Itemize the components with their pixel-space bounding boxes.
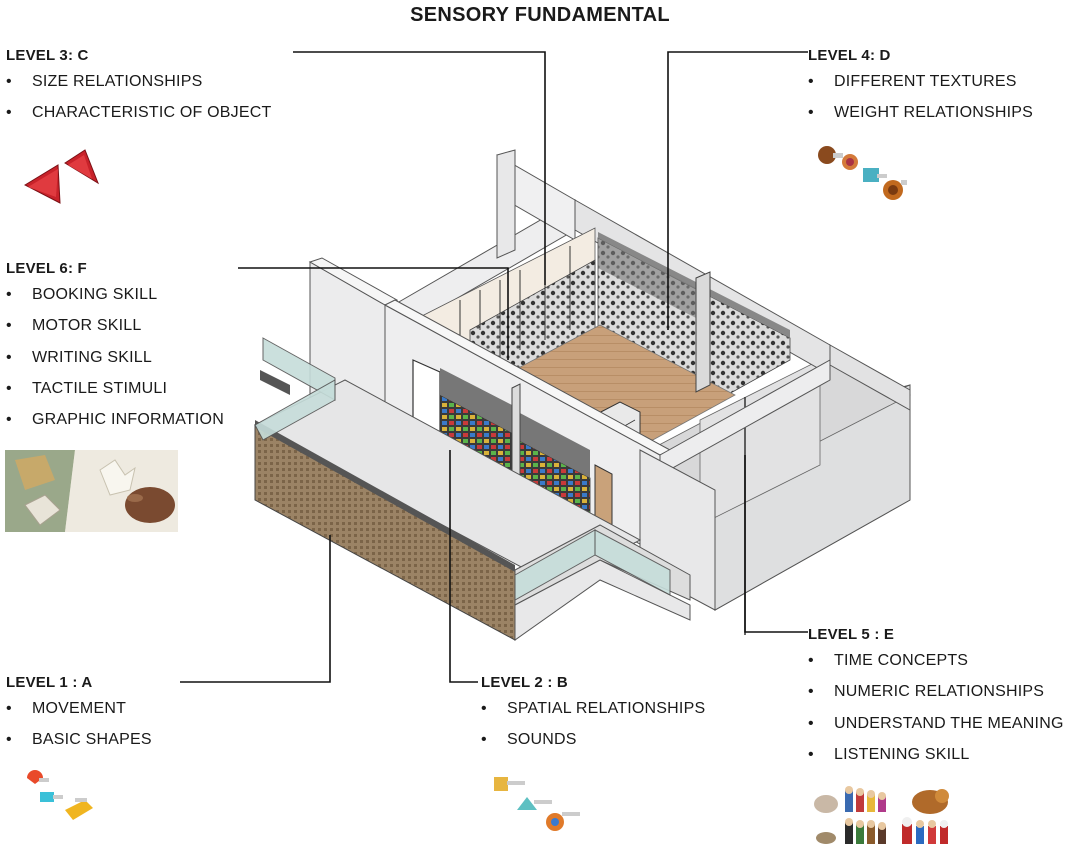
tactile-book-photo	[5, 450, 178, 532]
level-e: LEVEL 5 : E •TIME CONCEPTS •NUMERIC RELA…	[808, 626, 1064, 776]
level-c: LEVEL 3: C •SIZE RELATIONSHIPS •CHARACTE…	[6, 47, 271, 135]
list-item: •DIFFERENT TEXTURES	[808, 73, 1017, 90]
level-a: LEVEL 1 : A •MOVEMENT •BASIC SHAPES	[6, 674, 152, 762]
diagram-title: SENSORY FUNDAMENTAL	[410, 4, 670, 26]
list-item: •CHARACTERISTIC OF OBJECT	[6, 104, 272, 122]
list-item: •SOUNDS	[481, 731, 577, 749]
level-c-heading: LEVEL 3: C	[6, 47, 89, 64]
level-d-heading: LEVEL 4: D	[808, 47, 891, 64]
list-item: •SPATIAL RELATIONSHIPS	[481, 700, 706, 717]
level-b: LEVEL 2 : B •SPATIAL RELATIONSHIPS •SOUN…	[481, 674, 705, 762]
list-item: •TACTILE STIMULI	[6, 379, 168, 397]
list-item: •WRITING SKILL	[6, 348, 152, 366]
list-item: •NUMERIC RELATIONSHIPS	[808, 683, 1045, 701]
list-item: •LISTENING SKILL	[808, 745, 970, 763]
level-f-heading: LEVEL 6: F	[6, 260, 87, 277]
leader-lines	[180, 51, 808, 683]
list-item: •MOVEMENT	[6, 700, 127, 717]
level-f: LEVEL 6: F •BOOKING SKILL •MOTOR SKILL •…	[6, 260, 224, 441]
sound-pegs-icon	[494, 777, 580, 831]
level-b-heading: LEVEL 2 : B	[481, 674, 568, 691]
list-item: •GRAPHIC INFORMATION	[6, 411, 224, 429]
level-e-heading: LEVEL 5 : E	[808, 626, 895, 643]
list-item: •UNDERSTAND THE MEANING	[808, 714, 1064, 732]
red-triangle-blocks-icon	[23, 149, 100, 204]
tall-partition-side	[496, 149, 516, 259]
figurines-icon	[814, 786, 949, 844]
level-d: LEVEL 4: D •DIFFERENT TEXTURES •WEIGHT R…	[808, 47, 1033, 135]
texture-cylinders-icon	[818, 146, 907, 200]
list-item: •BASIC SHAPES	[6, 731, 152, 749]
list-item: •SIZE RELATIONSHIPS	[6, 73, 203, 90]
list-item: •MOTOR SKILL	[6, 317, 142, 335]
level-a-heading: LEVEL 1 : A	[6, 674, 93, 691]
list-item: •WEIGHT RELATIONSHIPS	[808, 104, 1033, 122]
central-column	[695, 271, 711, 393]
list-item: •BOOKING SKILL	[6, 286, 158, 303]
shape-pegs-icon	[27, 770, 93, 820]
list-item: •TIME CONCEPTS	[808, 652, 969, 669]
